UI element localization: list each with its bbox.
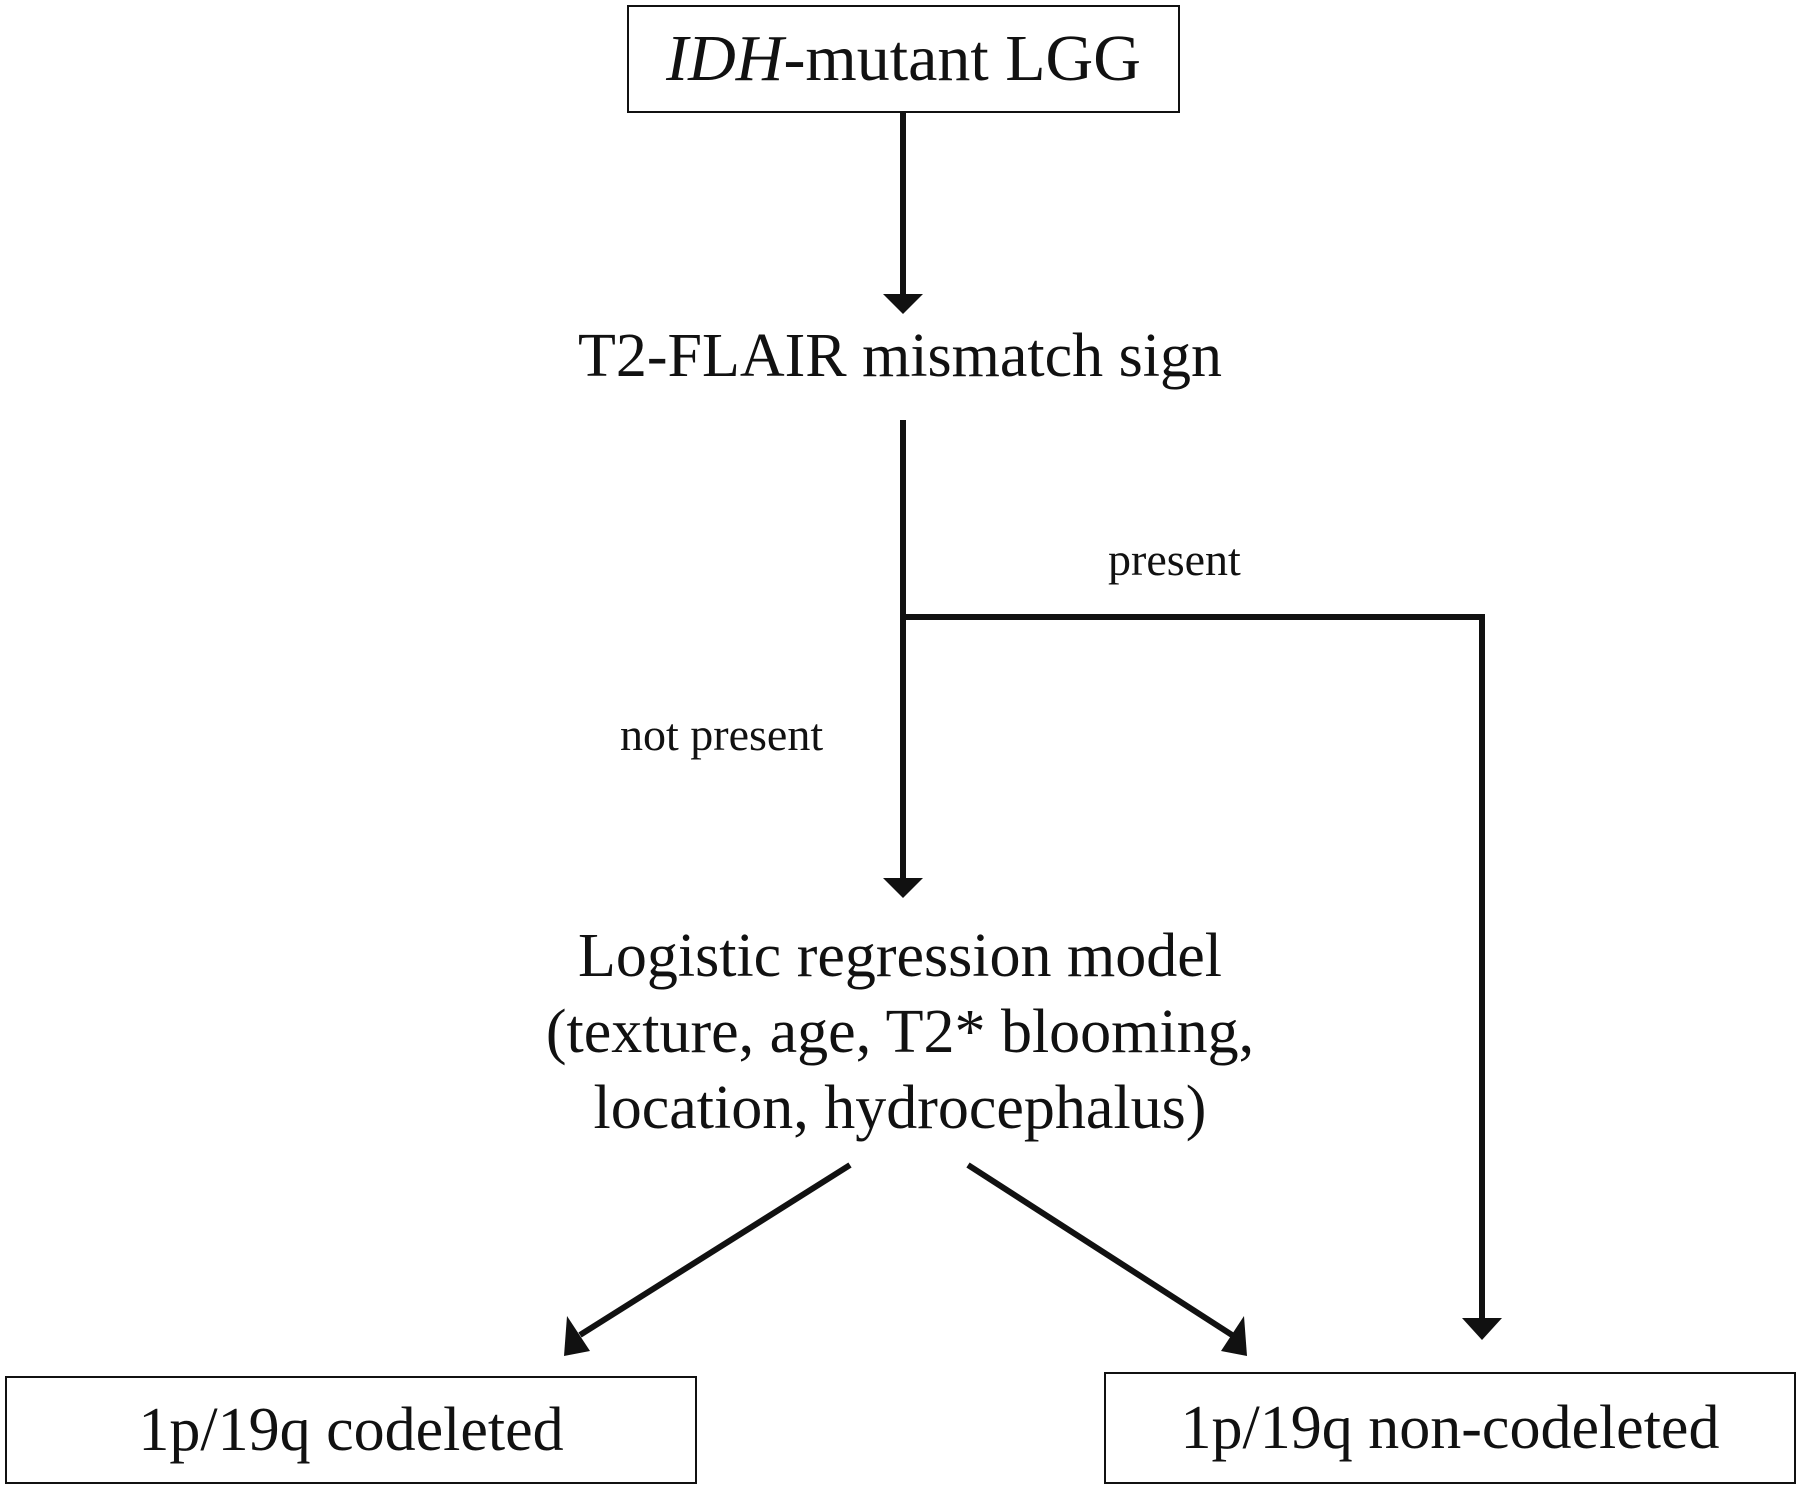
not-present-branch-label: not present (620, 709, 824, 760)
arrow-model-to-codeleted (578, 1162, 852, 1338)
logistic-line-3: location, hydrocephalus) (593, 1074, 1207, 1142)
arrowhead-noncodeleted (1221, 1316, 1247, 1356)
arrowhead-model (883, 878, 923, 898)
arrowhead-t2flair (883, 294, 923, 314)
logistic-line-1: Logistic regression model (578, 922, 1222, 990)
arrowhead-noncodeleted-present (1462, 1318, 1502, 1340)
arrow-model-to-noncodeleted (966, 1162, 1234, 1338)
non-codeleted-outcome-box: 1p/19q non-codeleted (1104, 1372, 1796, 1484)
idh-mutant-lgg-box: IDH-mutant LGG (627, 5, 1180, 113)
idh-rest-text: -mutant LGG (783, 22, 1141, 95)
present-branch-line (903, 614, 1485, 1320)
present-branch-label: present (1108, 534, 1241, 585)
t2-flair-mismatch-node: T2-FLAIR mismatch sign (577, 322, 1223, 390)
arrowhead-codeleted (564, 1316, 590, 1356)
idh-italic-text: IDH (666, 22, 784, 95)
logistic-line-2: (texture, age, T2* blooming, (545, 998, 1255, 1066)
codeleted-outcome-box: 1p/19q codeleted (5, 1376, 697, 1484)
logistic-regression-node: Logistic regression model (texture, age,… (450, 918, 1350, 1146)
